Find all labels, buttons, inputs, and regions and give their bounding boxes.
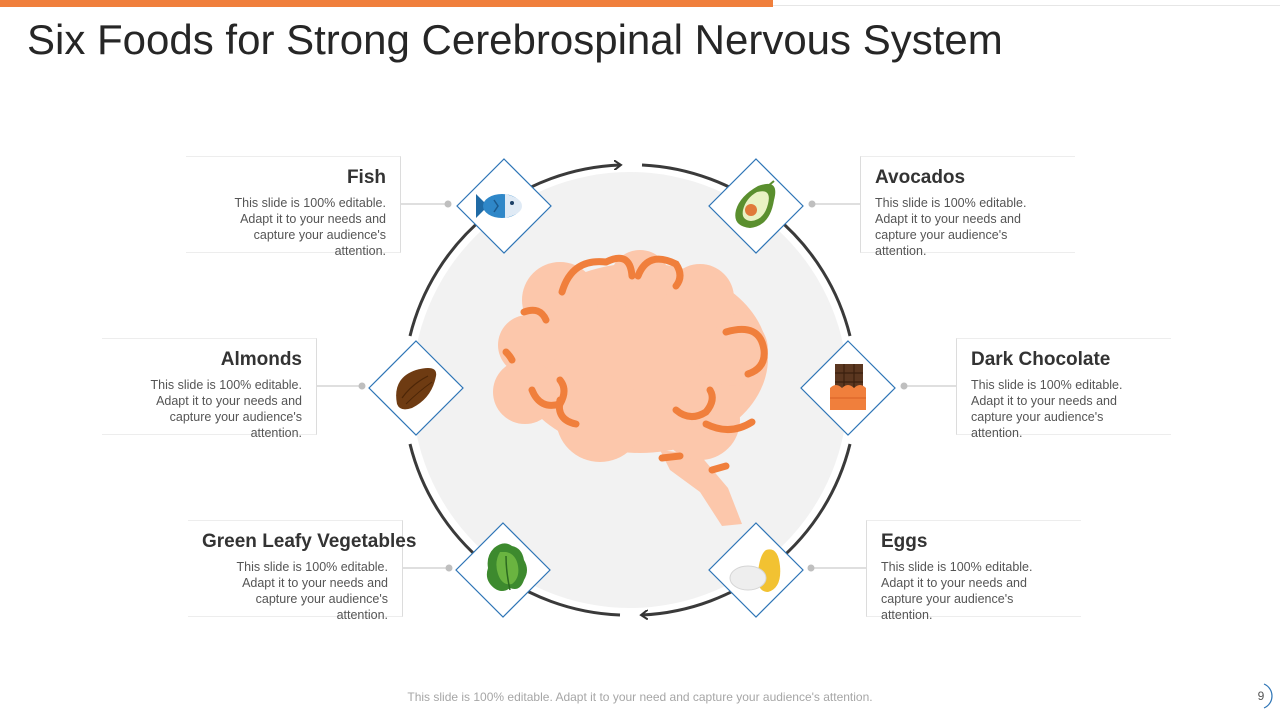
chocolate-icon [830,364,866,410]
card-description: This slide is 100% editable. Adapt it to… [881,560,1033,622]
page-number-arc-icon [1263,683,1273,709]
card-title: Avocados [875,167,966,188]
almond-icon [396,368,437,410]
card-title: Fish [346,167,386,188]
brain-icon [493,250,768,526]
card-fish: Fish This slide is 100% editable. Adapt … [186,156,401,258]
card-almonds: Almonds This slide is 100% editable. Ada… [102,338,317,440]
footer-note: This slide is 100% editable. Adapt it to… [407,690,873,704]
egg-icon [729,549,781,592]
connector-dots [358,200,908,572]
fish-icon [476,194,522,218]
card-eggs: Eggs This slide is 100% editable. Adapt … [866,520,1081,622]
card-green-leafy-vegetables: Green Leafy Vegetables This slide is 100… [188,520,417,622]
lettuce-icon [486,543,527,591]
page-number: 9 [1257,689,1265,703]
slide-title: Six Foods for Strong Cerebrospinal Nervo… [27,16,1003,63]
card-description: This slide is 100% editable. Adapt it to… [150,378,302,440]
card-description: This slide is 100% editable. Adapt it to… [234,196,386,258]
card-title: Dark Chocolate [971,349,1111,370]
top-accent-bar [0,0,773,7]
avocado-icon [735,180,776,228]
card-description: This slide is 100% editable. Adapt it to… [236,560,388,622]
card-title: Eggs [881,531,928,552]
connector-lines [317,203,956,569]
card-title: Almonds [220,349,302,370]
top-divider-line [773,5,1280,6]
card-title: Green Leafy Vegetables [202,531,417,552]
card-avocados: Avocados This slide is 100% editable. Ad… [860,156,1075,258]
card-description: This slide is 100% editable. Adapt it to… [875,196,1027,258]
card-description: This slide is 100% editable. Adapt it to… [971,378,1123,440]
card-dark-chocolate: Dark Chocolate This slide is 100% editab… [956,338,1171,440]
